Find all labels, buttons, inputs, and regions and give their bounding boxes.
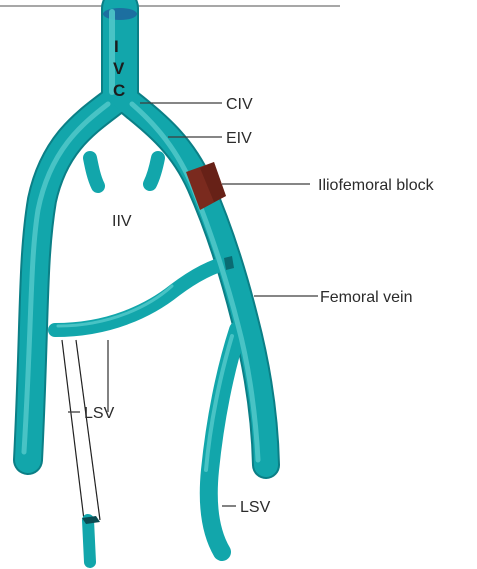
left-lsv-bottom [88,520,90,562]
label-lsv-right: LSV [240,499,271,516]
label-lsv-left: LSV [84,405,115,422]
label-iiv: IIV [112,213,132,230]
collateral-vein [55,262,230,330]
vein-network [24,8,266,562]
left-iiv-stub [90,158,98,186]
ivc-opening [103,8,137,20]
label-iliofemoral-block: Iliofemoral block [318,177,435,194]
left-lsv-outline [62,340,100,520]
ivc-letter-v: V [113,59,125,78]
right-iiv-stub [150,158,158,184]
label-femoral-vein: Femoral vein [320,289,412,306]
ivc-letter-c: C [113,81,125,100]
label-eiv: EIV [226,130,252,147]
ivc-letter-i: I [114,37,119,56]
label-civ: CIV [226,96,253,113]
